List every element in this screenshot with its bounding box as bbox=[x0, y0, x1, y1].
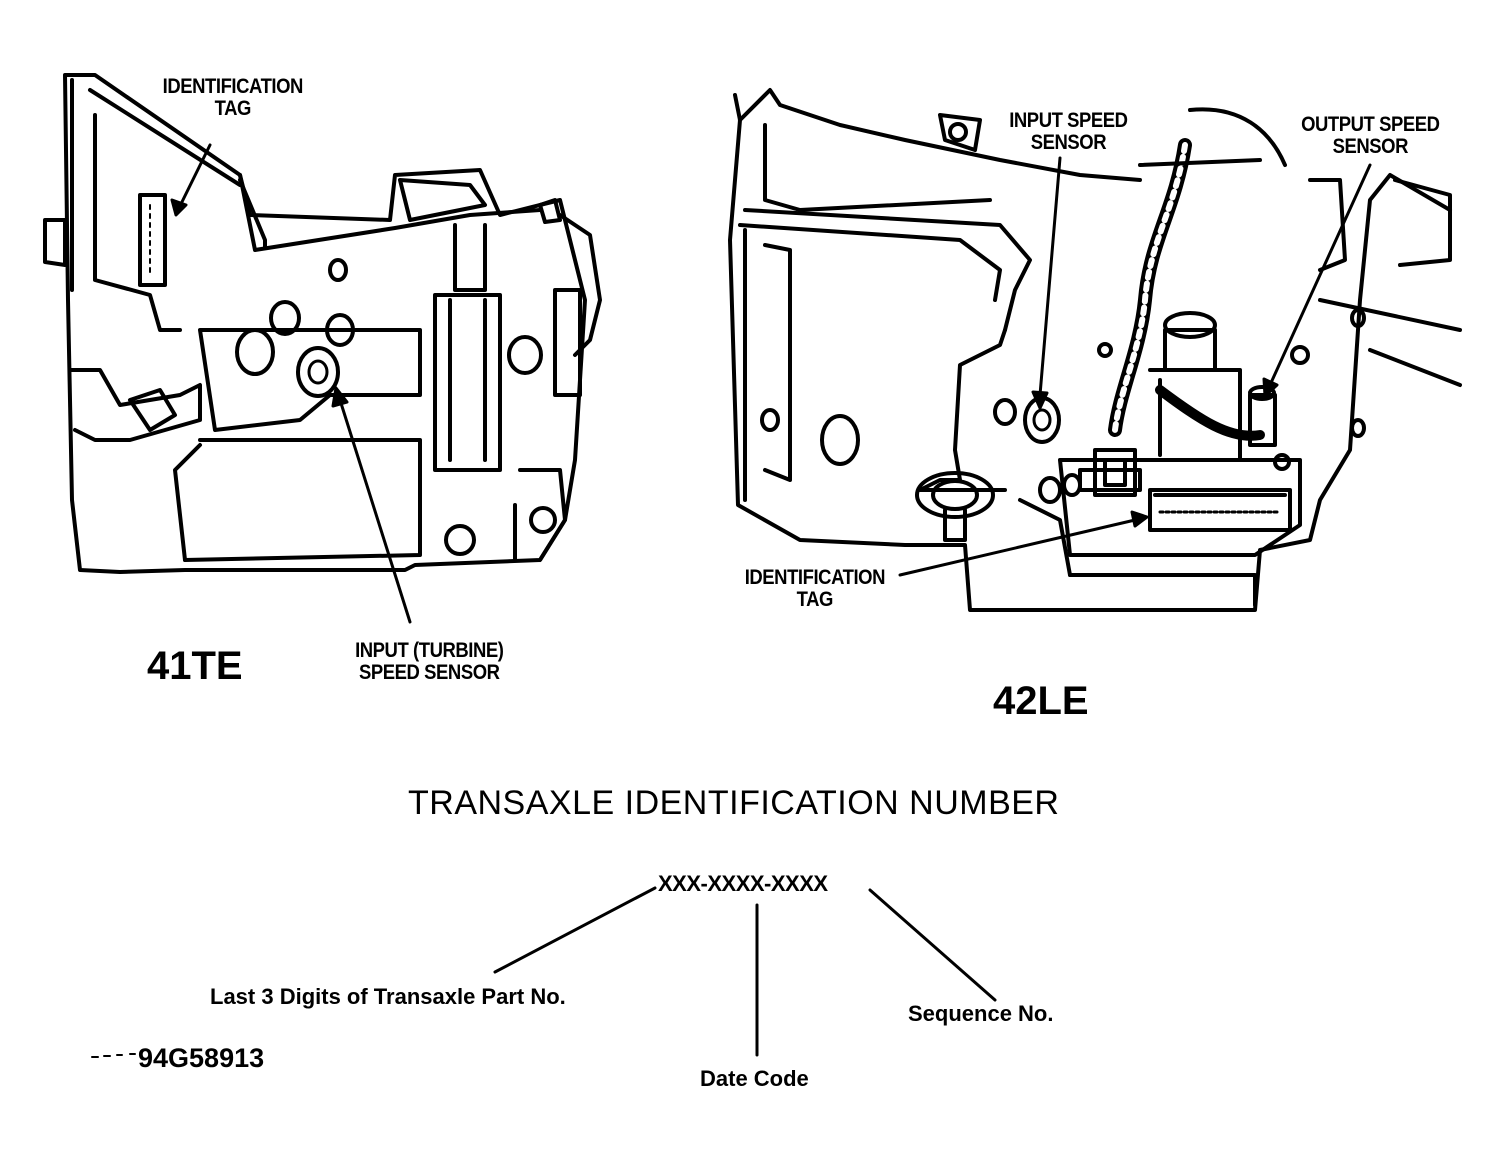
label-41te-input-sensor-line2: SPEED SENSOR bbox=[359, 661, 500, 685]
label-42le-input-sensor-line2: SENSOR bbox=[1030, 131, 1107, 155]
transaxle-42le-drawing bbox=[728, 88, 1462, 612]
label-42le-output-sensor: OUTPUT SPEED SENSOR bbox=[1292, 113, 1449, 159]
label-42le-output-sensor-line1: OUTPUT SPEED bbox=[1301, 113, 1440, 136]
id-number-format: XXX-XXXX-XXXX bbox=[658, 871, 828, 896]
label-42le-input-sensor-line1: INPUT SPEED bbox=[1009, 109, 1128, 132]
model-41te: 41TE bbox=[147, 644, 243, 688]
id-number-title: TRANSAXLE IDENTIFICATION NUMBER bbox=[408, 784, 1060, 822]
label-part-digits: Last 3 Digits of Transaxle Part No. bbox=[210, 984, 566, 1009]
label-42le-output-sensor-line2: SENSOR bbox=[1332, 135, 1409, 159]
model-42le: 42LE bbox=[993, 679, 1089, 723]
label-42le-id-tag-line2: TAG bbox=[796, 588, 834, 612]
label-41te-id-tag: IDENTIFICATION TAG bbox=[136, 75, 330, 121]
label-date-code: Date Code bbox=[700, 1066, 809, 1091]
leader-lines-42le bbox=[898, 156, 1372, 577]
label-42le-id-tag-line1: IDENTIFICATION bbox=[744, 566, 886, 589]
leader-lines-41te bbox=[170, 143, 412, 624]
label-41te-id-tag-line1: IDENTIFICATION bbox=[162, 75, 304, 98]
label-41te-input-sensor-line1: INPUT (TURBINE) bbox=[355, 639, 504, 662]
label-42le-id-tag: IDENTIFICATION TAG bbox=[733, 566, 897, 612]
label-sequence-no: Sequence No. bbox=[908, 1001, 1054, 1026]
label-42le-input-sensor: INPUT SPEED SENSOR bbox=[998, 109, 1139, 155]
scan-dots bbox=[91, 1053, 136, 1058]
id-number-leaders bbox=[493, 886, 997, 1057]
label-41te-input-sensor: INPUT (TURBINE) SPEED SENSOR bbox=[336, 639, 523, 685]
figure-number: 94G58913 bbox=[138, 1043, 265, 1073]
label-41te-id-tag-line2: TAG bbox=[214, 97, 252, 121]
transaxle-41te-drawing bbox=[43, 73, 602, 574]
